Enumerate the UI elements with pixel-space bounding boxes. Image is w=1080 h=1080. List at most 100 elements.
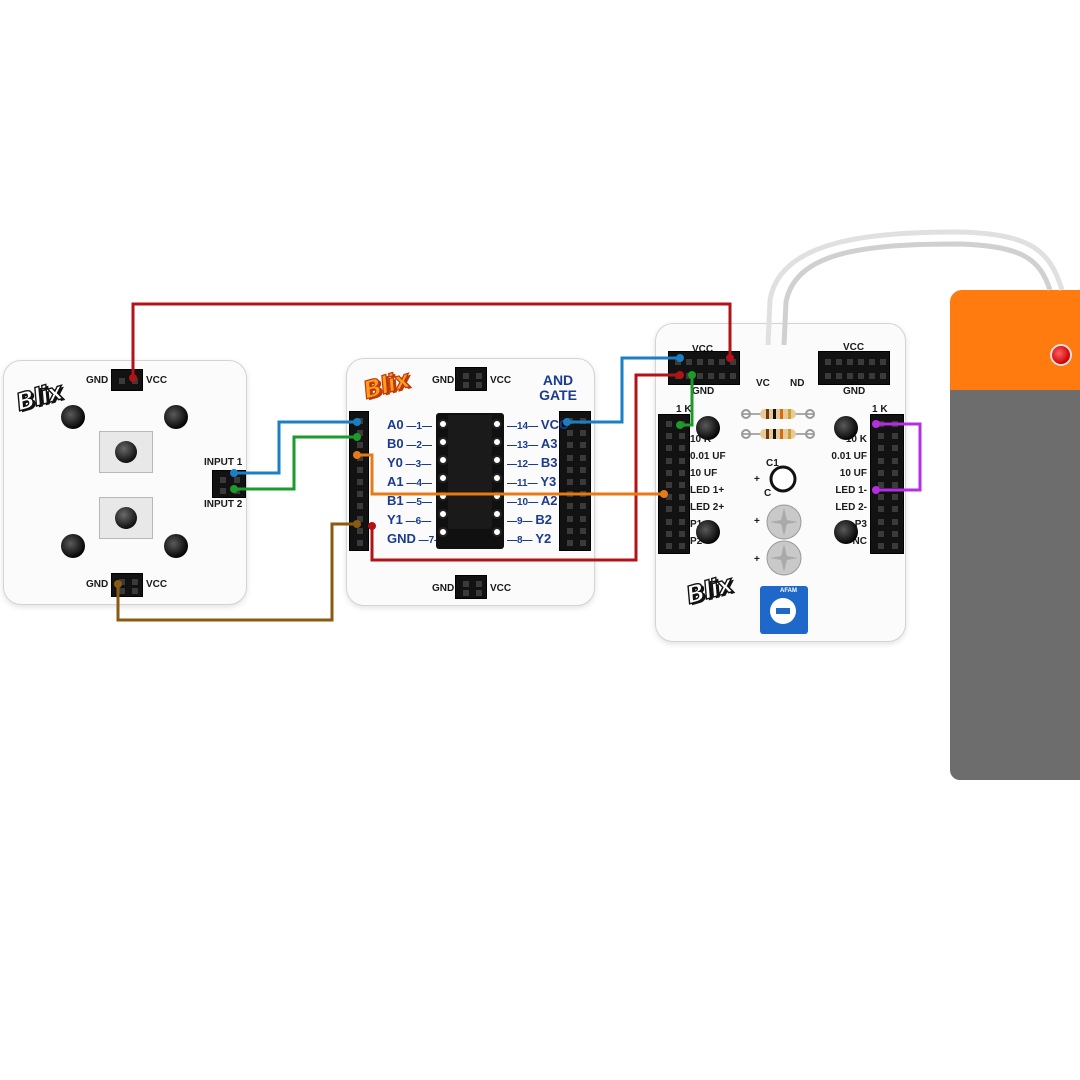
header-pin[interactable]: [665, 445, 672, 452]
header-pin[interactable]: [685, 373, 692, 379]
header-pin[interactable]: [892, 421, 898, 428]
header-pin[interactable]: [678, 530, 685, 537]
header-pin[interactable]: [678, 445, 685, 452]
header-pin[interactable]: [566, 442, 573, 449]
header-pin[interactable]: [892, 494, 898, 501]
header-pin[interactable]: [729, 359, 736, 365]
header-pin[interactable]: [665, 542, 672, 549]
header-pin[interactable]: [579, 539, 586, 546]
header-pin[interactable]: [892, 542, 898, 549]
header-pin[interactable]: [579, 491, 586, 498]
header-pin[interactable]: [868, 359, 875, 365]
header-pin[interactable]: [674, 359, 681, 365]
push-button-2[interactable]: [99, 497, 153, 539]
header-pin[interactable]: [879, 373, 886, 379]
header-pin[interactable]: [566, 515, 573, 522]
header-pin[interactable]: [685, 359, 692, 365]
header-pin[interactable]: [678, 482, 685, 488]
header-pin[interactable]: [857, 373, 864, 379]
header-pin[interactable]: [357, 442, 363, 449]
header-pin[interactable]: [475, 580, 482, 587]
header-pin[interactable]: [357, 479, 363, 485]
header-pin[interactable]: [118, 578, 125, 585]
header-pin[interactable]: [678, 542, 685, 549]
header-pin[interactable]: [566, 466, 573, 473]
push-button-1[interactable]: [99, 431, 153, 473]
header-pin[interactable]: [678, 421, 685, 428]
header-pin[interactable]: [357, 430, 363, 437]
header-pin[interactable]: [878, 482, 884, 488]
header-pin[interactable]: [878, 469, 884, 476]
header-pin[interactable]: [475, 589, 482, 596]
header-pin[interactable]: [131, 378, 138, 384]
header-pin[interactable]: [357, 515, 363, 522]
header-pin[interactable]: [892, 457, 898, 464]
header-pin[interactable]: [678, 494, 685, 501]
header-pin[interactable]: [566, 539, 573, 546]
header-pin[interactable]: [579, 479, 586, 485]
header-pin[interactable]: [696, 359, 703, 365]
header-pin[interactable]: [665, 433, 672, 440]
header-pin[interactable]: [462, 372, 469, 379]
header-pin[interactable]: [566, 454, 573, 461]
header-pin[interactable]: [579, 418, 586, 425]
header-pin[interactable]: [879, 359, 886, 365]
header-pin[interactable]: [696, 373, 703, 379]
header-pin[interactable]: [678, 457, 685, 464]
potentiometer-icon[interactable]: AFAM: [760, 586, 808, 634]
header-pin[interactable]: [462, 589, 469, 596]
header-pin[interactable]: [566, 491, 573, 498]
header-pin[interactable]: [579, 527, 586, 534]
header-pin[interactable]: [665, 518, 672, 525]
header-pin[interactable]: [357, 454, 363, 461]
header-pin[interactable]: [357, 418, 363, 425]
header-pin[interactable]: [678, 506, 685, 513]
header-pin[interactable]: [462, 381, 469, 388]
header-pin[interactable]: [878, 542, 884, 549]
header-pin[interactable]: [220, 487, 226, 494]
header-pin[interactable]: [892, 445, 898, 452]
header-pin[interactable]: [579, 430, 586, 437]
header-pin[interactable]: [824, 373, 831, 379]
header-pin[interactable]: [665, 421, 672, 428]
header-pin[interactable]: [878, 506, 884, 513]
header-pin[interactable]: [729, 373, 736, 379]
header-pin[interactable]: [878, 494, 884, 501]
header-pin[interactable]: [878, 421, 884, 428]
header-pin[interactable]: [678, 469, 685, 476]
header-pin[interactable]: [357, 527, 363, 534]
header-pin[interactable]: [892, 506, 898, 513]
header-pin[interactable]: [475, 372, 482, 379]
header-pin[interactable]: [892, 530, 898, 537]
tactile-button-icon[interactable]: [115, 441, 137, 463]
header-pin[interactable]: [892, 469, 898, 476]
header-pin[interactable]: [846, 373, 853, 379]
header-pin[interactable]: [892, 433, 898, 440]
header-pin[interactable]: [707, 373, 714, 379]
header-pin[interactable]: [131, 587, 138, 594]
header-pin[interactable]: [357, 491, 363, 498]
header-pin[interactable]: [878, 518, 884, 525]
header-pin[interactable]: [665, 482, 672, 488]
header-pin[interactable]: [878, 530, 884, 537]
header-pin[interactable]: [892, 482, 898, 488]
header-pin[interactable]: [234, 476, 240, 483]
tactile-button-icon[interactable]: [115, 507, 137, 529]
header-pin[interactable]: [824, 359, 831, 365]
header-pin[interactable]: [707, 359, 714, 365]
header-pin[interactable]: [718, 359, 725, 365]
header-pin[interactable]: [665, 506, 672, 513]
header-pin[interactable]: [892, 518, 898, 525]
header-pin[interactable]: [878, 457, 884, 464]
header-pin[interactable]: [234, 487, 240, 494]
header-pin[interactable]: [665, 530, 672, 537]
header-pin[interactable]: [868, 373, 875, 379]
header-pin[interactable]: [357, 503, 363, 510]
header-pin[interactable]: [566, 503, 573, 510]
header-pin[interactable]: [835, 373, 842, 379]
header-pin[interactable]: [665, 469, 672, 476]
header-pin[interactable]: [118, 378, 125, 384]
header-pin[interactable]: [566, 527, 573, 534]
header-pin[interactable]: [857, 359, 864, 365]
header-pin[interactable]: [220, 476, 226, 483]
